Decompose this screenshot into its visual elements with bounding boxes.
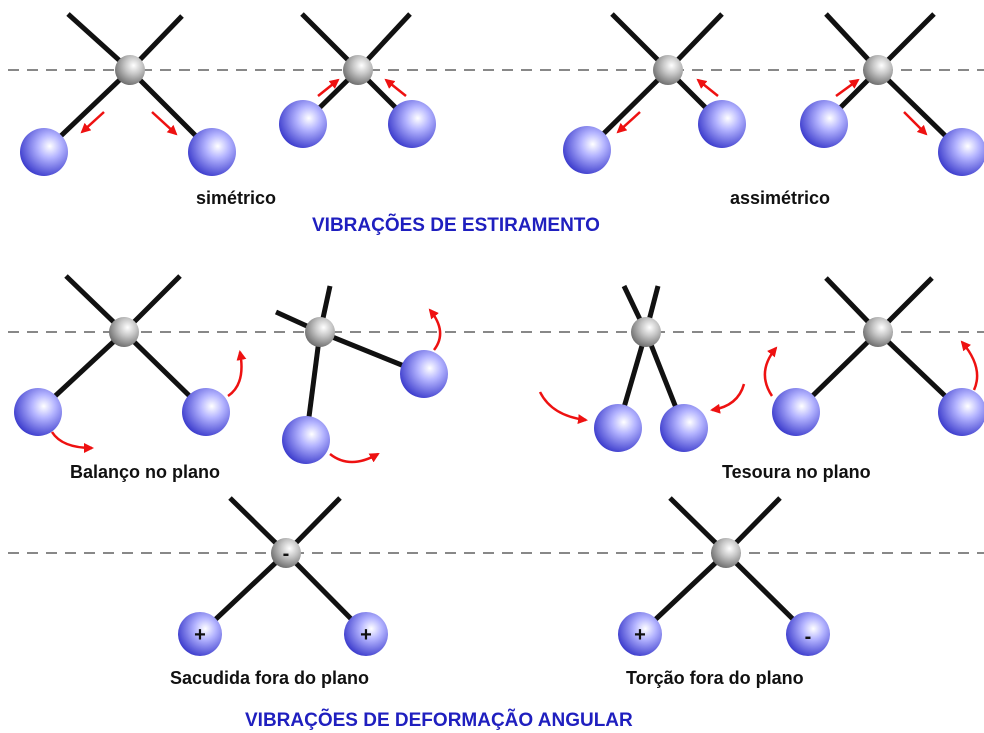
label-assimetrico: assimétrico [730,188,830,208]
molecule-balanco-1 [14,274,247,453]
molecule-tesoura-1 [538,284,746,452]
label-tesoura: Tesoura no plano [722,462,871,482]
sign-sacudida-right: + [360,624,372,646]
sign-sacudida-left: + [194,624,206,646]
arrow [80,111,105,134]
molecule-tesoura-2 [763,276,984,436]
arrow [317,78,340,97]
title-stretching: VIBRAÇÕES DE ESTIRAMENTO [312,214,600,236]
sign-torcao-right: - [805,626,812,648]
molecule-symmetric-2 [279,12,436,148]
label-torcao: Torção fora do plano [626,668,804,688]
sign-sacudida-center: - [283,543,290,565]
arrow [960,340,979,391]
arrow [835,78,860,98]
sign-torcao-left: + [634,624,646,646]
label-balanco: Balanço no plano [70,462,220,482]
molecule-asymmetric-1 [563,12,746,174]
arrow [710,383,746,414]
arrow [538,391,588,425]
arrow [616,111,641,134]
molecule-sacudida: - + + [178,496,388,656]
molecule-symmetric-1 [20,12,236,176]
label-simetrico: simétrico [196,188,276,208]
label-sacudida: Sacudida fora do plano [170,668,369,688]
title-bending: VIBRAÇÕES DE DEFORMAÇÃO ANGULAR [245,709,633,731]
arrow [329,452,380,464]
arrow [50,431,94,453]
arrow [696,78,719,97]
arrow [227,350,247,398]
arrow [151,111,178,136]
molecule-balanco-2 [274,285,448,464]
molecule-torcao: + - [618,496,830,656]
arrow [384,78,407,97]
molecule-asymmetric-2 [800,12,984,176]
arrow [763,346,778,397]
arrow [428,308,442,351]
arrow [903,111,928,136]
